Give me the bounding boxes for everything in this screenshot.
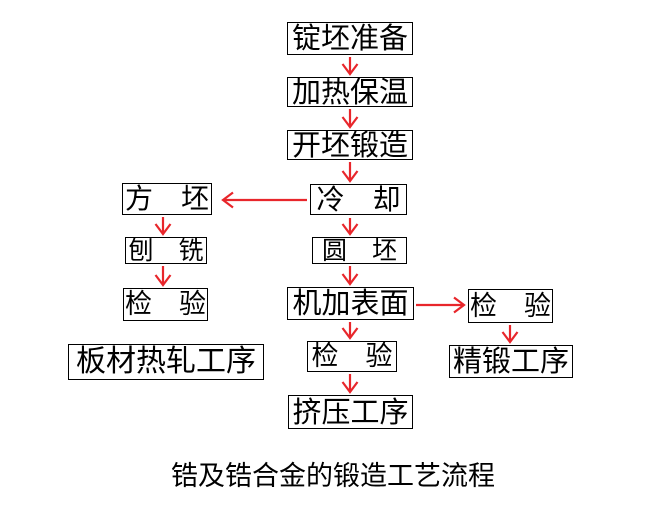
node-extrusion: 挤压工序 [288,395,413,429]
node-cogging-forging: 开坯锻造 [287,130,413,160]
node-planing-milling: 刨 铣 [125,237,207,264]
diagram-caption: 锆及锆合金的锻造工艺流程 [171,461,495,492]
node-heating-holding: 加热保温 [287,77,413,107]
node-ingot-preparation: 锭坯准备 [287,22,413,55]
node-inspection-left: 检 验 [123,288,208,321]
node-precision-forging: 精锻工序 [449,345,573,378]
node-inspection-center: 检 验 [307,341,397,372]
node-cooling: 冷 却 [310,184,407,215]
node-square-billet: 方 坯 [122,183,212,215]
node-plate-hot-rolling: 板材热轧工序 [68,344,264,380]
node-round-billet: 圆 坯 [312,237,407,264]
node-inspection-right: 检 验 [468,289,553,323]
node-surface-machining: 机加表面 [287,287,414,320]
